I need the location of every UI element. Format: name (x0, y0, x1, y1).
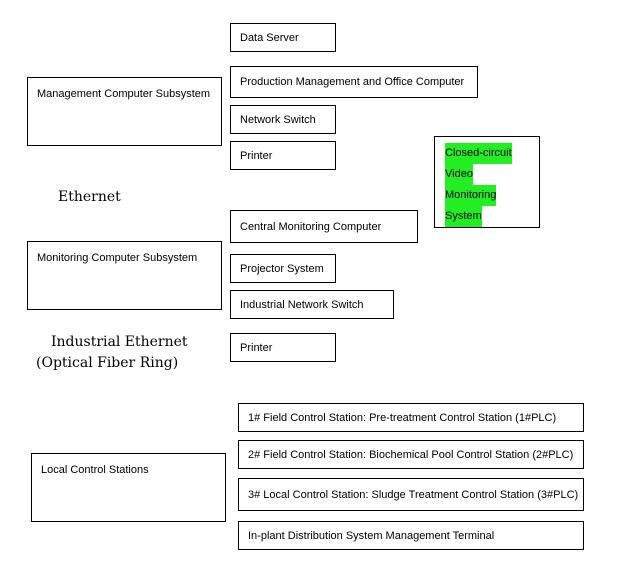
monitoring-printer-box: Printer (230, 333, 336, 362)
cctv-line-2: Video (445, 164, 473, 185)
management-printer-box: Printer (230, 141, 336, 170)
local-control-station-3-box: 3# Local Control Station: Sludge Treatme… (238, 478, 584, 511)
monitoring-subsystem-box: Monitoring Computer Subsystem (27, 241, 222, 310)
local-control-stations-label: Local Control Stations (41, 464, 149, 476)
field-control-station-2-label: 2# Field Control Station: Biochemical Po… (248, 448, 574, 461)
network-switch-box: Network Switch (230, 105, 336, 134)
optical-fiber-ring-label: (Optical Fiber Ring) (36, 355, 179, 371)
field-control-station-2-box: 2# Field Control Station: Biochemical Po… (238, 440, 584, 469)
distribution-management-terminal-box: In-plant Distribution System Management … (238, 521, 584, 550)
cctv-system-box: Closed-circuit Video Monitoring System (434, 136, 540, 228)
ethernet-label: Ethernet (58, 189, 121, 205)
data-server-box: Data Server (230, 23, 336, 52)
monitoring-printer-label: Printer (240, 341, 273, 354)
cctv-line-1: Closed-circuit (445, 143, 512, 164)
management-subsystem-label: Management Computer Subsystem (37, 88, 211, 100)
projector-system-box: Projector System (230, 254, 336, 283)
industrial-ethernet-label: Industrial Ethernet (51, 334, 188, 350)
cctv-line-4: System (445, 206, 482, 227)
local-control-station-3-label: 3# Local Control Station: Sludge Treatme… (248, 488, 579, 501)
field-control-station-1-label: 1# Field Control Station: Pre-treatment … (248, 411, 557, 424)
field-control-station-1-box: 1# Field Control Station: Pre-treatment … (238, 403, 584, 432)
production-management-computer-label: Production Management and Office Compute… (240, 76, 465, 88)
projector-system-label: Projector System (240, 262, 324, 275)
management-printer-label: Printer (240, 149, 273, 162)
data-server-label: Data Server (240, 31, 299, 44)
cctv-line-3: Monitoring (445, 185, 497, 206)
network-switch-label: Network Switch (240, 113, 316, 126)
production-management-computer-box: Production Management and Office Compute… (230, 66, 478, 98)
central-monitoring-computer-label: Central Monitoring Computer (240, 220, 382, 233)
central-monitoring-computer-box: Central Monitoring Computer (230, 210, 418, 243)
monitoring-subsystem-label: Monitoring Computer Subsystem (37, 252, 198, 264)
distribution-management-terminal-label: In-plant Distribution System Management … (248, 529, 495, 542)
management-subsystem-box: Management Computer Subsystem (27, 77, 222, 146)
local-control-stations-box: Local Control Stations (31, 453, 226, 522)
industrial-network-switch-label: Industrial Network Switch (240, 298, 364, 311)
industrial-network-switch-box: Industrial Network Switch (230, 290, 394, 319)
